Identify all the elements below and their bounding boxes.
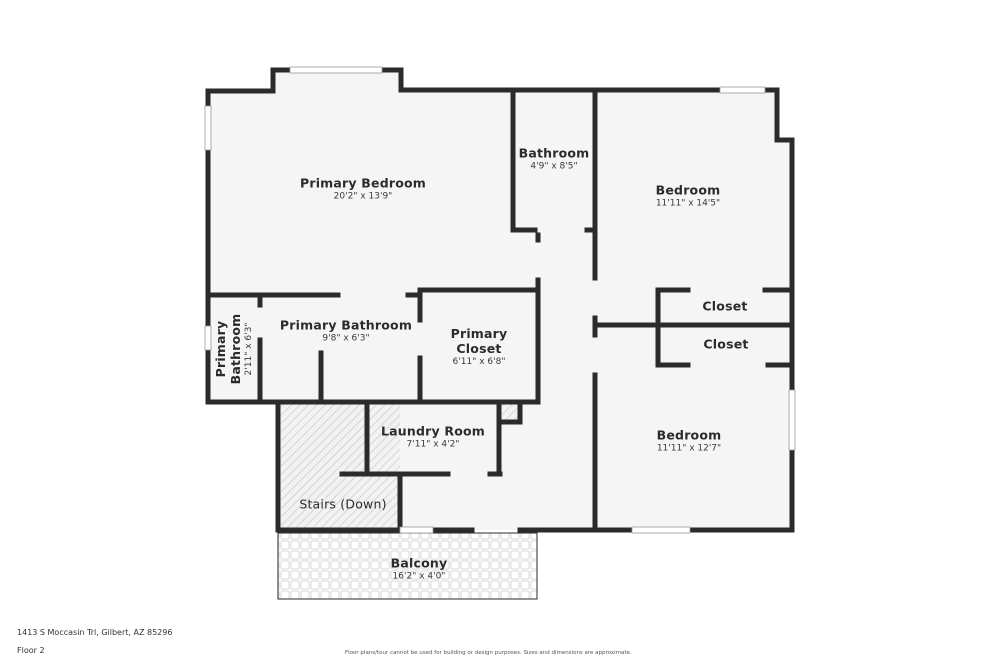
room-closet-2: Closet [703, 337, 748, 352]
room-dimensions: 2'11" x 6'3" [244, 322, 254, 376]
room-name: Primary Bathroom [279, 317, 413, 333]
room-name: Bedroom [655, 182, 721, 198]
room-laundry: Laundry Room 7'11" x 4'2" [381, 424, 485, 451]
room-name: Closet [703, 336, 749, 352]
property-address: 1413 S Moccasin Trl, Gilbert, AZ 85296 [17, 628, 173, 637]
room-dimensions: 11'11" x 14'5" [655, 198, 721, 209]
room-primary-bedroom: Primary Bedroom 20'2" x 13'9" [300, 176, 426, 203]
room-name: Closet [702, 298, 748, 314]
room-primary-closet: Primary Closet 6'11" x 6'8" [444, 326, 514, 368]
room-dimensions: 6'11" x 6'8" [452, 357, 506, 367]
room-bedroom-1: Bedroom 11'11" x 14'5" [656, 183, 721, 210]
room-primary-bathroom: Primary Bathroom 9'8" x 6'3" [280, 318, 412, 345]
room-name: Stairs (Down) [299, 496, 387, 512]
room-name: Primary Closet [450, 326, 508, 356]
room-name: Balcony [390, 555, 448, 571]
room-name: Primary Bedroom [299, 175, 427, 191]
small-shaft [502, 404, 518, 420]
room-bedroom-2: Bedroom 11'11" x 12'7" [657, 428, 722, 455]
room-name: Laundry Room [380, 423, 486, 439]
stairs-upper-hatch [281, 404, 365, 474]
room-dimensions: 16'2" x 4'0" [392, 571, 446, 582]
floor-label: Floor 2 [17, 646, 45, 655]
windows [204, 66, 796, 534]
room-balcony: Balcony 16'2" x 4'0" [391, 556, 448, 583]
disclaimer: Floor plans/tour cannot be used for buil… [345, 650, 632, 656]
room-name: Primary Bathroom [213, 313, 243, 385]
room-primary-bathroom-small: Primary Bathroom 2'11" x 6'3" [213, 309, 255, 389]
room-dimensions: 20'2" x 13'9" [333, 191, 393, 202]
room-bathroom: Bathroom 4'9" x 8'5" [519, 146, 590, 173]
room-dimensions: 11'11" x 12'7" [656, 443, 722, 454]
room-stairs: Stairs (Down) [299, 497, 386, 512]
balcony-area [277, 532, 538, 600]
room-closet-1: Closet [702, 299, 747, 314]
room-name: Bathroom [518, 145, 590, 161]
room-name: Bedroom [656, 427, 722, 443]
walls [205, 67, 795, 533]
room-dimensions: 9'8" x 6'3" [322, 333, 370, 344]
room-dimensions: 4'9" x 8'5" [530, 161, 578, 172]
room-dimensions: 7'11" x 4'2" [406, 439, 460, 450]
